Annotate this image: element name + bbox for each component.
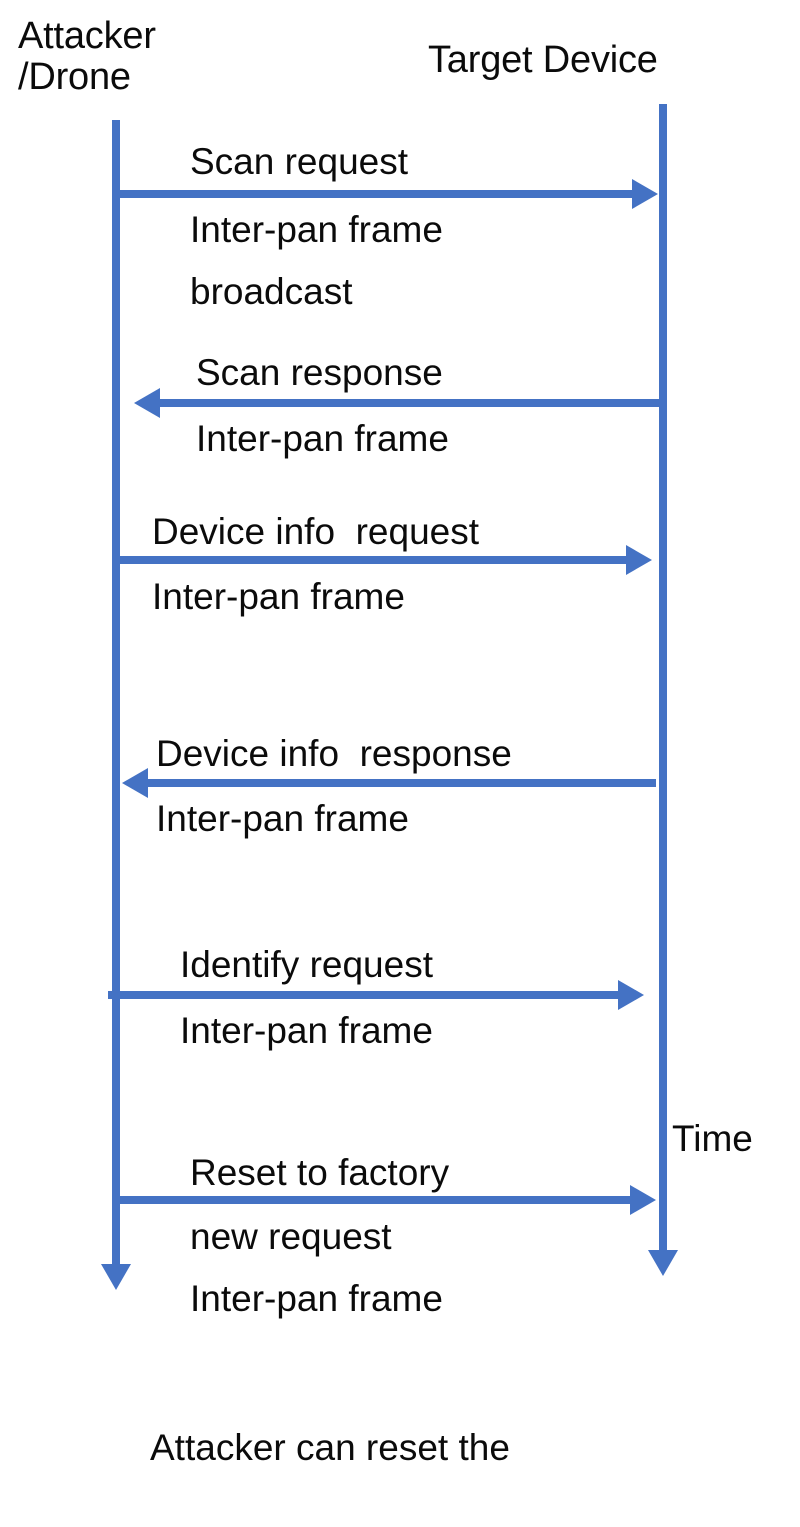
message-6-label-below-2: Inter-pan frame: [190, 1278, 443, 1319]
message-5-label-below: Inter-pan frame: [180, 1010, 433, 1051]
lifeline-attacker-arrowhead-icon: [101, 1264, 131, 1290]
message-3-label-below: Inter-pan frame: [152, 576, 405, 617]
message-1-label-below-2: broadcast: [190, 271, 353, 312]
message-1-arrowhead-right-icon: [632, 179, 658, 209]
actor-label-attacker: Attacker /Drone: [18, 15, 156, 99]
lifeline-attacker: [112, 120, 120, 1270]
message-2-arrowhead-left-icon: [134, 388, 160, 418]
caption-block: Attacker can reset the device and it wil…: [150, 1335, 510, 1527]
message-1-label-above: Scan request: [190, 141, 409, 182]
lifeline-target-device: [659, 104, 667, 1256]
message-2-label-below: Inter-pan frame: [196, 418, 449, 459]
message-1-line: [120, 190, 634, 198]
message-5-label-above: Identify request: [180, 944, 433, 985]
message-4-label-below: Inter-pan frame: [156, 798, 409, 839]
caption-line-1: Attacker can reset the: [150, 1427, 510, 1469]
message-5-arrowhead-right-icon: [618, 980, 644, 1010]
message-3-label-above: Device info request: [152, 511, 480, 552]
message-3-line: [120, 556, 628, 564]
message-6-label-above: Reset to factory: [190, 1152, 450, 1193]
message-4-label-above: Device info response: [156, 733, 512, 774]
message-1-label-below: Inter-pan frame: [190, 209, 443, 250]
message-6-line: [120, 1196, 632, 1204]
message-6-arrowhead-right-icon: [630, 1185, 656, 1215]
message-4-line: [148, 779, 656, 787]
message-5-line: [108, 991, 620, 999]
actor-label-target-device: Target Device: [428, 39, 658, 81]
time-axis-label: Time: [672, 1118, 753, 1159]
message-2-label-above: Scan response: [196, 352, 443, 393]
message-3-arrowhead-right-icon: [626, 545, 652, 575]
lifeline-target-device-arrowhead-icon: [648, 1250, 678, 1276]
message-6-label-below: new request: [190, 1216, 392, 1257]
message-2-line: [160, 399, 662, 407]
message-4-arrowhead-left-icon: [122, 768, 148, 798]
